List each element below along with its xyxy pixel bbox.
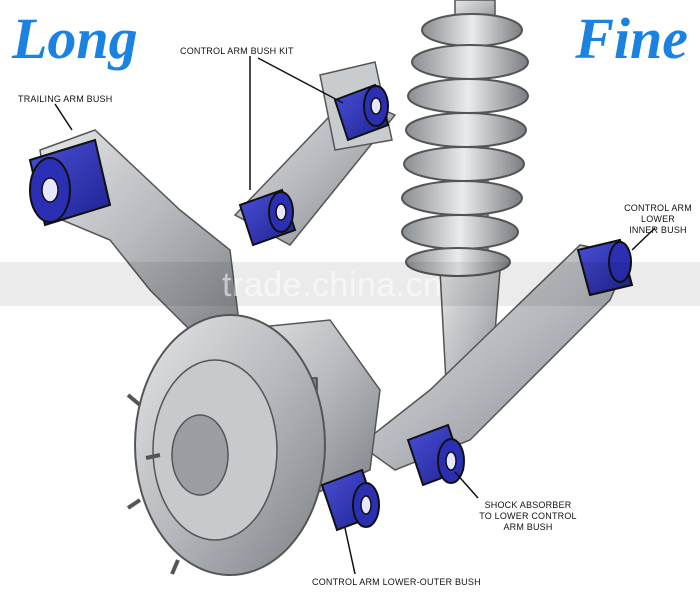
- label-line-3: ARM BUSH: [503, 522, 553, 532]
- brand-long: Long: [12, 6, 138, 71]
- control-arm-lower-outer-bush: [320, 468, 380, 532]
- label-control-arm-lower-outer-bush: CONTROL ARM LOWER-OUTER BUSH: [312, 577, 481, 587]
- coil-spring: [401, 13, 529, 277]
- control-arm-bush-upper: [333, 83, 390, 142]
- label-trailing-arm-bush: TRAILING ARM BUSH: [18, 94, 113, 104]
- brake-disc-hub: [126, 314, 326, 576]
- label-control-arm-bush-kit: CONTROL ARM BUSH KIT: [180, 46, 294, 56]
- control-arm-lower-inner-bush: [576, 238, 634, 297]
- label-line-2: LOWER: [640, 214, 675, 224]
- label-line-1: CONTROL ARM: [624, 203, 692, 213]
- label-control-arm-lower-inner-bush: CONTROL ARM LOWER INNER BUSH: [622, 203, 694, 236]
- brand-fine: Fine: [575, 6, 688, 71]
- label-line-2: TO LOWER CONTROL: [479, 511, 577, 521]
- label-line-1: SHOCK ABSORBER: [484, 500, 572, 510]
- watermark-text: trade.china.cn: [222, 266, 443, 304]
- label-line-3: INNER BUSH: [629, 225, 687, 235]
- watermark-band: [0, 262, 700, 306]
- shock-absorber-bush: [406, 423, 465, 487]
- control-arm-bush-lower: [238, 188, 297, 247]
- label-shock-absorber-bush: SHOCK ABSORBER TO LOWER CONTROL ARM BUSH: [478, 500, 578, 533]
- leader-lines: [54, 56, 656, 575]
- trailing-arm-bush: [28, 138, 112, 227]
